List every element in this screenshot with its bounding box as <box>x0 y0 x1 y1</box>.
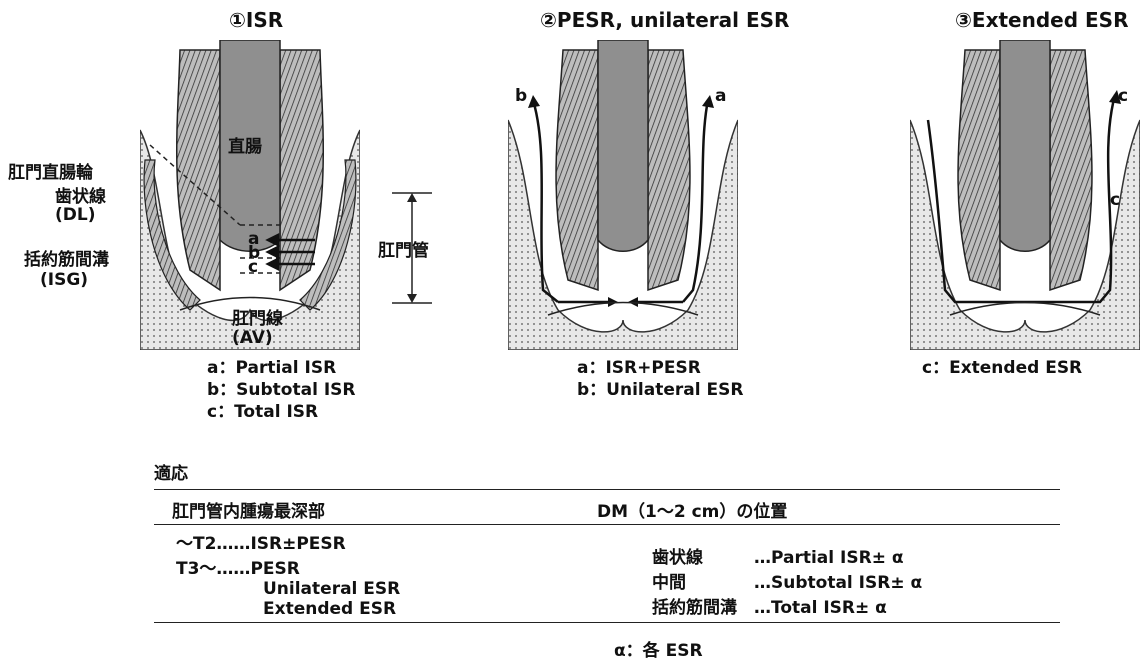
table-row: 中間…Subtotal ISR± α <box>652 568 922 593</box>
label-anorectal-ring: 肛門直腸輪 <box>8 158 93 183</box>
table-header-dm-position: DM（1〜2 cm）の位置 <box>597 497 787 522</box>
indication-heading: 適応 <box>154 459 188 484</box>
row-value: Extended ESR <box>263 599 396 619</box>
table-header-depth: 肛門管内腫瘍最深部 <box>172 497 325 522</box>
row-value: Unilateral ESR <box>263 579 400 599</box>
mark-c: c <box>248 257 258 277</box>
label-dentate-line-abbr: (DL) <box>55 205 95 225</box>
table-col2: 歯状線…Partial ISR± α 中間…Subtotal ISR± α 括約… <box>652 543 922 618</box>
label-anal-verge-abbr: (AV) <box>232 328 273 348</box>
row-value: ISR±PESR <box>250 534 345 554</box>
table-row: 〜T2……ISR±PESR <box>176 529 400 554</box>
table-row: Unilateral ESR <box>176 579 400 599</box>
caption-figure-3: c：Extended ESR <box>922 357 1082 379</box>
label-anal-verge: 肛門線 <box>232 304 283 329</box>
table-top-rule <box>154 489 1060 490</box>
table-row: 括約筋間溝…Total ISR± α <box>652 593 922 618</box>
table-col1: 〜T2……ISR±PESR T3〜……PESR Unilateral ESR E… <box>176 529 400 619</box>
row-value: …Total ISR± α <box>754 598 887 618</box>
row-key: T3〜…… <box>176 559 250 579</box>
row-key: 歯状線 <box>652 543 754 568</box>
figure-1-title: ①ISR <box>229 8 283 32</box>
table-row: Extended ESR <box>176 599 400 619</box>
row-value: …Subtotal ISR± α <box>754 573 922 593</box>
anatomy-figure-3 <box>910 40 1140 350</box>
table-header-rule <box>154 524 1060 525</box>
mark-b-fig2: b <box>515 86 527 106</box>
caption-line: c：Total ISR <box>207 401 356 423</box>
row-value: PESR <box>250 559 299 579</box>
figure-3-title: ③Extended ESR <box>955 8 1129 32</box>
row-value: …Partial ISR± α <box>754 548 904 568</box>
label-rectum: 直腸 <box>228 132 262 157</box>
mark-a-fig2: a <box>715 86 726 106</box>
caption-line: a：Partial ISR <box>207 357 356 379</box>
table-bottom-rule <box>154 622 1060 623</box>
label-dentate-line: 歯状線 <box>55 182 106 207</box>
caption-figure-1: a：Partial ISR b：Subtotal ISR c：Total ISR <box>207 357 356 423</box>
caption-figure-2: a：ISR+PESR b：Unilateral ESR <box>577 357 743 401</box>
mark-c-fig3-top: c <box>1118 86 1128 106</box>
row-key: 〜T2…… <box>176 534 250 554</box>
row-key: 中間 <box>652 568 754 593</box>
table-row: 歯状線…Partial ISR± α <box>652 543 922 568</box>
anatomy-figure-2 <box>508 40 738 350</box>
caption-line: a：ISR+PESR <box>577 357 743 379</box>
label-anal-canal: 肛門管 <box>378 236 429 261</box>
table-row: T3〜……PESR <box>176 554 400 579</box>
figure-2-title: ②PESR, unilateral ESR <box>540 8 789 32</box>
label-intersphincteric-groove-abbr: (ISG) <box>40 270 88 290</box>
label-intersphincteric-groove: 括約筋間溝 <box>24 245 109 270</box>
table-footnote: α：各 ESR <box>614 636 703 661</box>
mark-c-fig3-side: c <box>1110 190 1120 210</box>
caption-line: b：Unilateral ESR <box>577 379 743 401</box>
caption-line: c：Extended ESR <box>922 357 1082 379</box>
caption-line: b：Subtotal ISR <box>207 379 356 401</box>
row-key: 括約筋間溝 <box>652 593 754 618</box>
